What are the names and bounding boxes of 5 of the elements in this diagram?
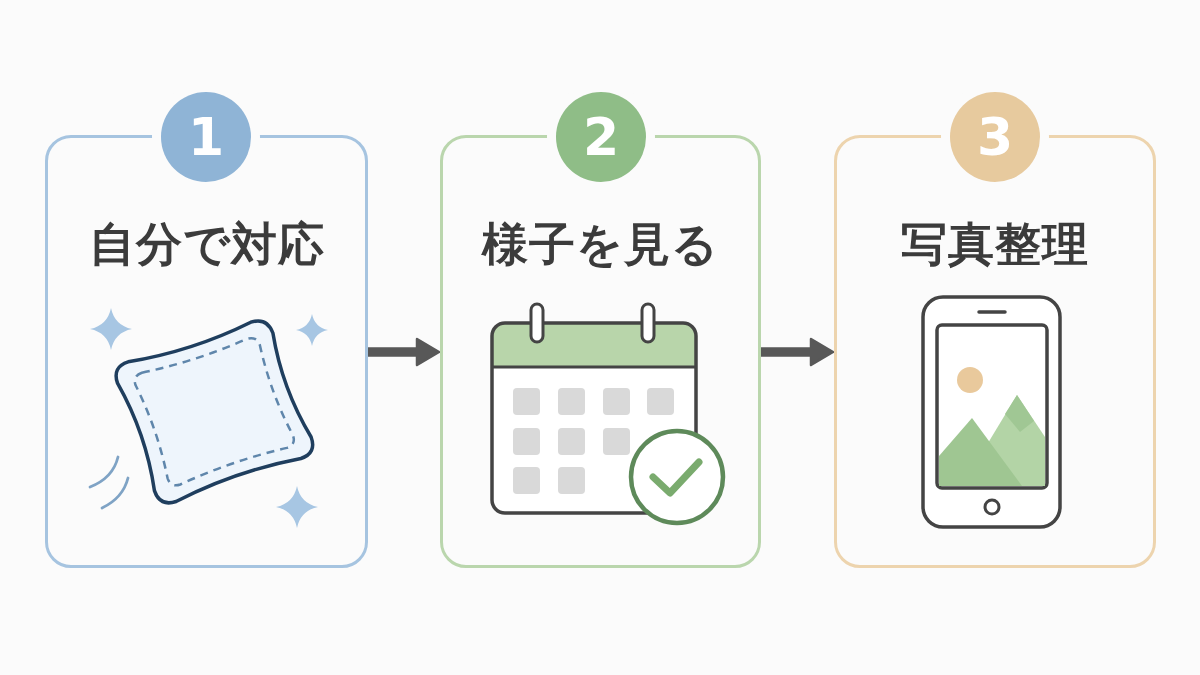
arrow	[761, 337, 835, 367]
step-title: 自分で対応	[88, 218, 325, 271]
step-title: 写真整理	[901, 218, 1089, 271]
arrow	[368, 337, 441, 367]
step-title: 様子を見る	[482, 218, 719, 271]
